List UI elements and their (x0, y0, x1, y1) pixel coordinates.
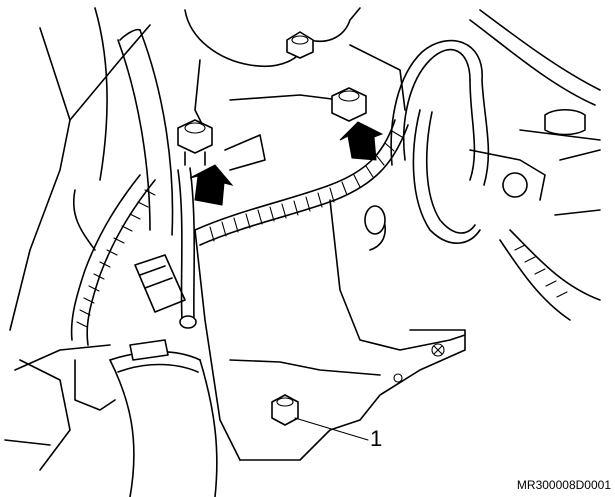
callout-number: 1 (370, 426, 383, 451)
bolt-right (331, 87, 367, 122)
callout-leader (294, 417, 369, 441)
lower-bracket (194, 199, 466, 461)
bolt-icon (271, 394, 299, 426)
arrow-icon (189, 164, 234, 206)
connector (129, 254, 186, 361)
top-bolt (286, 31, 314, 59)
figure-code: MR300008D0001 (516, 478, 611, 492)
bolt-left (177, 119, 213, 166)
right-tubing (390, 9, 601, 244)
right-structure (364, 108, 601, 321)
small-pipe-left (177, 167, 197, 329)
wiring-harness-center (194, 119, 409, 246)
arrow-icon (339, 121, 384, 161)
left-structure (4, 7, 151, 471)
wiring-harness-left (70, 174, 156, 346)
